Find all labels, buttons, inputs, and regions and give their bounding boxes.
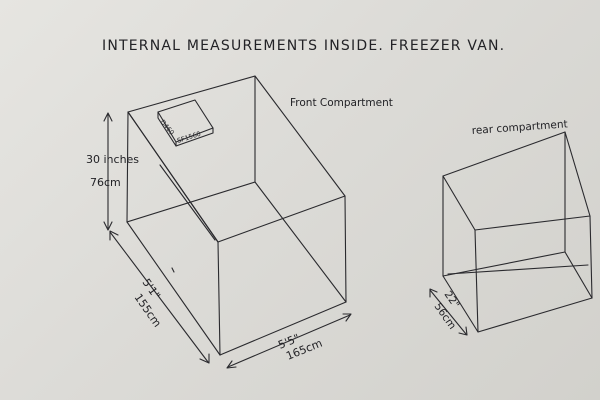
width-dimension: 5'5" 165cm bbox=[226, 313, 352, 369]
height-cm-label: 76cm bbox=[90, 176, 121, 189]
unit-side-left bbox=[157, 111, 177, 147]
width-arrow-head-right bbox=[342, 313, 352, 322]
front-edge-right bbox=[344, 195, 347, 303]
height-arrow-head-top bbox=[103, 112, 113, 122]
width-arrow-head-left bbox=[226, 360, 237, 369]
depth-arrow-head-top bbox=[109, 230, 119, 241]
front-inner-line bbox=[127, 111, 219, 243]
rear-edge-right bbox=[589, 215, 593, 299]
page-title: INTERNAL MEASUREMENTS INSIDE. FREEZER VA… bbox=[102, 38, 505, 54]
rear-bottom-back bbox=[442, 251, 593, 299]
width-arrow-line bbox=[227, 314, 351, 368]
front-back-bottom bbox=[126, 181, 347, 303]
height-arrow-head-bottom bbox=[103, 221, 113, 231]
front-edge-left bbox=[217, 241, 221, 356]
rear-depth-arrow-line bbox=[429, 289, 467, 335]
height-inches-label: 30 inches bbox=[86, 153, 139, 166]
depth-dimension: 5'1" 155cm bbox=[109, 230, 210, 364]
rear-compartment-label: rear compartment bbox=[471, 118, 568, 137]
front-tick-mark bbox=[171, 267, 175, 273]
front-inner-line-2 bbox=[159, 164, 216, 241]
unit-side-right bbox=[175, 127, 214, 147]
unit-code-1: D460 bbox=[158, 118, 175, 136]
rear-edge-front bbox=[474, 229, 479, 333]
rear-inner-line bbox=[447, 264, 589, 275]
height-dimension: 30 inches 76cm bbox=[86, 112, 139, 231]
front-compartment-box bbox=[126, 75, 347, 356]
rear-depth-arrow-head-bottom bbox=[458, 326, 468, 336]
depth-arrow-head-bottom bbox=[199, 353, 210, 364]
front-edge-back-left bbox=[126, 111, 129, 223]
rear-bottom-front bbox=[442, 275, 593, 333]
rear-depth-dimension: 22" 56cm bbox=[429, 288, 468, 336]
rear-depth-arrow-head-top bbox=[429, 288, 438, 298]
rear-top-face bbox=[442, 131, 591, 231]
depth-arrow-line bbox=[109, 231, 209, 363]
rear-compartment-box bbox=[442, 131, 593, 333]
front-edge-bottom-left bbox=[126, 221, 221, 356]
unit-code-2: SF1560 bbox=[176, 130, 202, 145]
front-compartment-label: Front Compartment bbox=[290, 97, 393, 109]
front-edge-bottom bbox=[219, 301, 347, 356]
refrigeration-unit-box: D460 SF1560 bbox=[157, 99, 214, 147]
